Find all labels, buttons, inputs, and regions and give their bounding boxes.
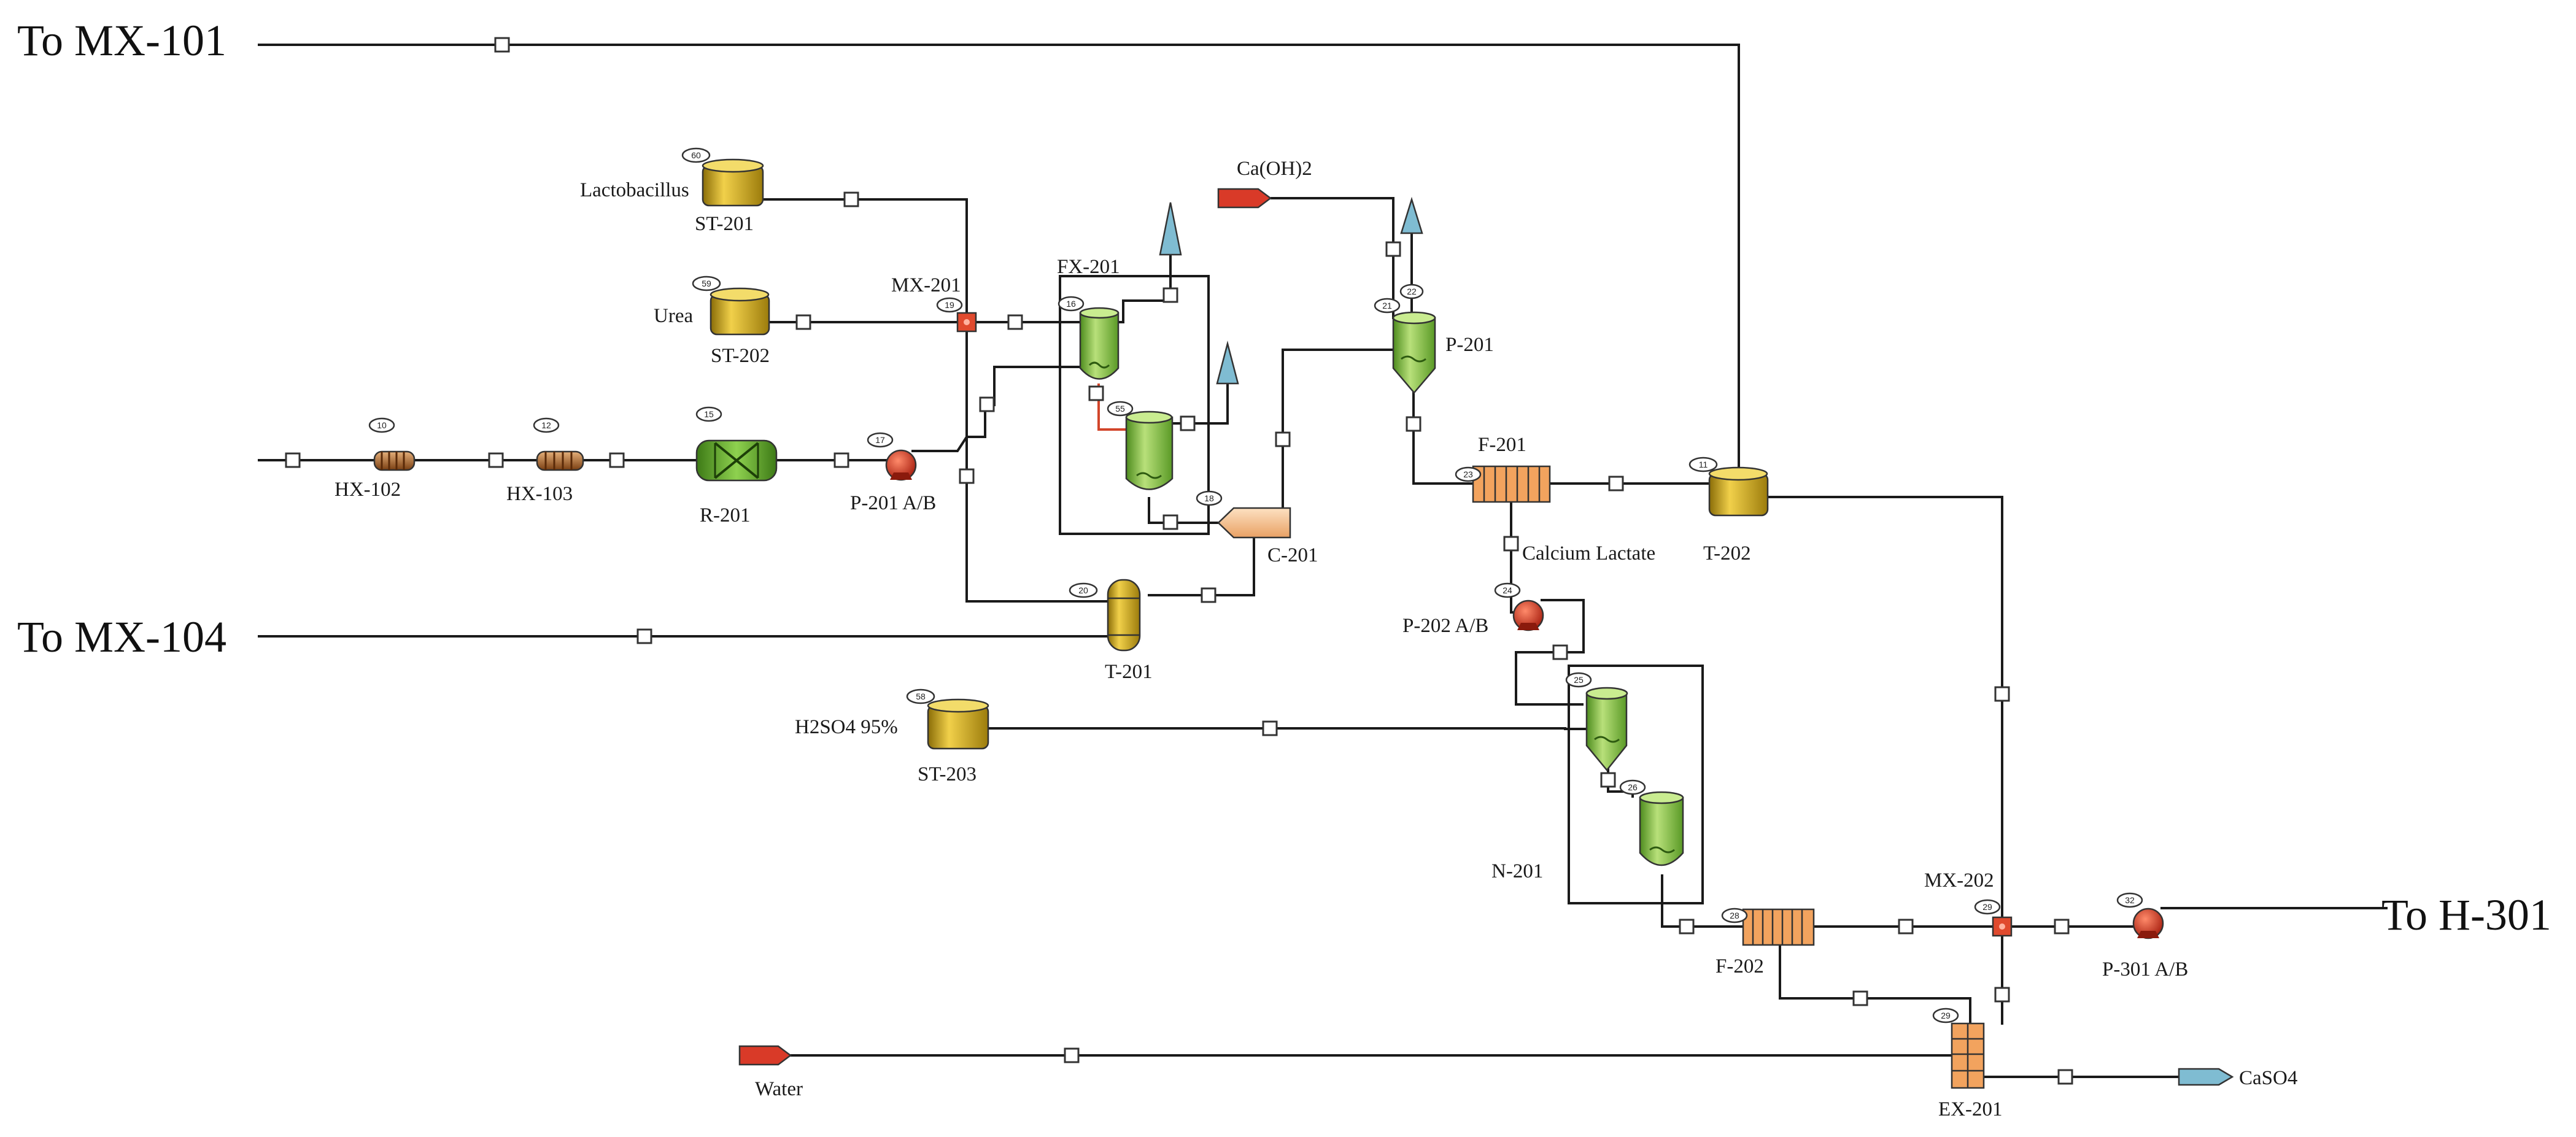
equipment-label-st201: ST-201: [695, 213, 754, 235]
equipment-label-mx202: MX-202: [1924, 869, 1994, 892]
stream-label-calcium-lactate: Calcium Lactate: [1522, 542, 1655, 565]
storage-tank-st203[interactable]: 58: [906, 688, 989, 750]
n201-boundary: [1568, 665, 1704, 904]
svg-text:32: 32: [2125, 895, 2135, 905]
equipment-label-t201: T-201: [1105, 661, 1153, 683]
svg-text:17: 17: [875, 435, 885, 445]
svg-text:16: 16: [1066, 299, 1076, 309]
equipment-label-st202: ST-202: [711, 345, 770, 367]
heat-exchanger-hx103[interactable]: 12: [533, 417, 584, 471]
svg-text:29: 29: [1941, 1011, 1951, 1020]
svg-text:23: 23: [1463, 469, 1473, 479]
svg-text:25: 25: [1574, 675, 1584, 685]
svg-text:29: 29: [1982, 902, 1992, 912]
equipment-label-fx201: FX-201: [1057, 256, 1120, 278]
equipment-label-p301ab: P-301 A/B: [2102, 958, 2188, 981]
stream-markers: [285, 37, 2073, 1085]
svg-text:12: 12: [541, 420, 551, 430]
stream-label-caso4: CaSO4: [2239, 1067, 2297, 1089]
svg-text:21: 21: [1382, 301, 1392, 310]
equipment-label-hx103: HX-103: [506, 483, 573, 505]
svg-text:28: 28: [1730, 911, 1739, 920]
equipment-label-mx201: MX-201: [891, 274, 961, 296]
svg-text:10: 10: [377, 420, 387, 430]
svg-text:22: 22: [1407, 287, 1417, 296]
equipment-label-ex201: EX-201: [1938, 1098, 2002, 1120]
vent-arrow-fx201-a-icon: [1159, 202, 1182, 256]
pump-p201ab[interactable]: 17: [867, 432, 917, 481]
equipment-label-p201: P-201: [1445, 334, 1494, 356]
equipment-label-n201: N-201: [1491, 860, 1543, 882]
svg-text:59: 59: [702, 279, 711, 288]
pump-p301ab[interactable]: 32: [2116, 892, 2164, 939]
svg-text:60: 60: [691, 150, 701, 160]
mixer-mx201[interactable]: 19: [936, 297, 977, 333]
stream-label-urea: Urea: [654, 305, 693, 327]
storage-tank-t202[interactable]: 11: [1688, 457, 1769, 517]
storage-tank-st202[interactable]: 59: [692, 276, 770, 336]
destination-h301: To H-301: [2381, 890, 2551, 939]
equipment-label-t202: T-202: [1703, 542, 1751, 565]
filter-f202[interactable]: 28: [1721, 908, 1815, 946]
fermenter-fx201-a[interactable]: 16: [1058, 296, 1120, 380]
svg-text:18: 18: [1204, 493, 1214, 503]
equipment-label-c201: C-201: [1267, 544, 1318, 566]
feed-arrow-water-icon: [738, 1045, 792, 1066]
svg-text:26: 26: [1628, 782, 1638, 792]
svg-text:58: 58: [916, 692, 926, 701]
svg-text:15: 15: [704, 409, 714, 419]
svg-text:24: 24: [1503, 585, 1512, 595]
destination-mx104: To MX-104: [17, 612, 226, 661]
stream-label-lactobacillus: Lactobacillus: [580, 179, 689, 201]
equipment-label-f201: F-201: [1478, 434, 1526, 456]
vent-arrow-fx201-b-icon: [1216, 341, 1239, 385]
svg-text:55: 55: [1115, 404, 1125, 414]
neutralizer-n201-b[interactable]: 26: [1619, 779, 1684, 866]
reactor-r201[interactable]: 15: [695, 406, 778, 482]
product-arrow-caso4-icon: [2178, 1068, 2234, 1086]
svg-text:20: 20: [1078, 585, 1088, 595]
condenser-c201[interactable]: 18: [1196, 490, 1291, 539]
neutralizer-n201-a[interactable]: 25: [1565, 672, 1628, 771]
stream-label-h2so4: H2SO4 95%: [795, 716, 898, 738]
storage-tank-st201[interactable]: 60: [681, 147, 764, 207]
vent-arrow-p201-icon: [1400, 196, 1423, 234]
fermenter-p201[interactable]: 21 22: [1374, 283, 1436, 394]
equipment-label-st203: ST-203: [918, 763, 977, 785]
equipment-label-f202: F-202: [1715, 955, 1764, 977]
destination-mx101: To MX-101: [17, 16, 226, 65]
stream-label-water: Water: [755, 1078, 803, 1100]
feed-arrow-caoh2-icon: [1217, 188, 1272, 209]
heat-exchanger-hx102[interactable]: 10: [368, 417, 416, 471]
fx201-boundary: [1059, 275, 1210, 535]
stream-label-caoh2: Ca(OH)2: [1237, 158, 1312, 180]
equipment-label-r201: R-201: [700, 504, 751, 526]
fermenter-fx201-b[interactable]: 55: [1107, 401, 1174, 490]
filter-f201[interactable]: 23: [1455, 465, 1551, 503]
equipment-label-p201ab: P-201 A/B: [850, 492, 936, 514]
svg-text:11: 11: [1699, 460, 1708, 469]
vertical-tank-t201[interactable]: 20: [1069, 579, 1141, 652]
equipment-label-hx102: HX-102: [335, 479, 401, 501]
extractor-ex201[interactable]: 29: [1932, 1008, 1985, 1089]
svg-text:19: 19: [945, 300, 954, 310]
equipment-label-p202ab: P-202 A/B: [1402, 615, 1488, 637]
pump-p202ab[interactable]: 24: [1494, 582, 1544, 631]
mixer-mx202[interactable]: 29: [1974, 899, 2013, 937]
